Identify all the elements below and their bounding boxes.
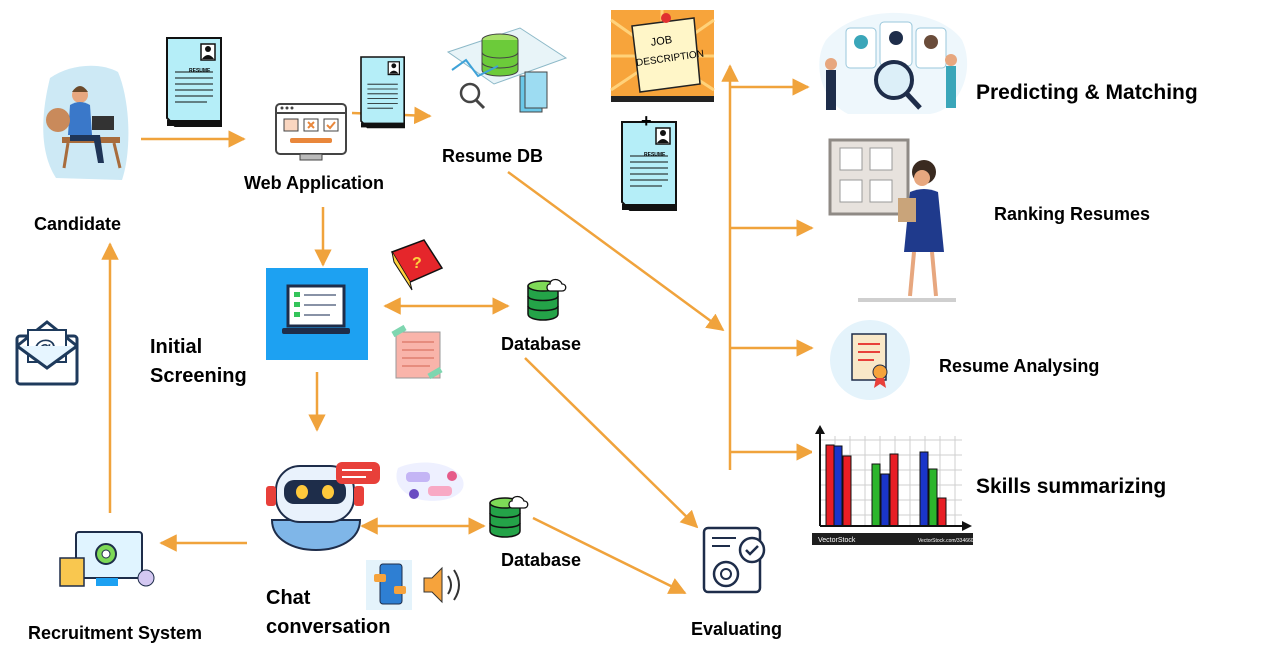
candidate-label: Candidate	[34, 214, 122, 234]
resume-title: RESUME	[189, 68, 211, 74]
skills-summarizing-label: Skills summarizing	[976, 475, 1167, 498]
chat-conversation-label: Chat conversation	[266, 584, 390, 642]
recruitment-system-icon	[59, 531, 155, 587]
database-bottom-label: Database	[501, 550, 582, 570]
resume-db-icon	[446, 27, 568, 113]
note-paper-icon	[391, 324, 443, 380]
resume-document-icon	[166, 37, 222, 127]
vectorstock-label: VectorStock	[818, 537, 856, 544]
predicting-matching-label: Predicting & Matching	[976, 81, 1198, 104]
arrow-database2-to-evaluating	[532, 516, 687, 595]
certificate-icon	[830, 320, 910, 400]
resume-document-icon	[360, 56, 406, 129]
resume-analysing-label: Resume Analysing	[939, 356, 1100, 376]
web-application-icon	[275, 103, 347, 161]
recruitment-system-label: Recruitment System	[28, 623, 203, 643]
job-description-icon: JOB DESCRIPTION	[610, 10, 715, 102]
database-top-label: Database	[501, 334, 582, 354]
arrow-resumedb-to-analysis	[507, 170, 725, 332]
email-envelope-icon: @	[15, 320, 79, 386]
question-book-icon: ?	[390, 239, 444, 291]
vectorstock-url: VectorStock.com/33466046	[918, 538, 979, 544]
chat-bubbles-icon	[396, 462, 464, 501]
laptop-checklist-icon	[266, 268, 368, 360]
resume-db-label: Resume DB	[442, 146, 544, 166]
resume-document-icon	[621, 121, 677, 211]
web-application-label: Web Application	[244, 173, 385, 193]
database-cylinder-icon	[489, 495, 529, 538]
presenter-board-icon	[828, 138, 956, 302]
resume-title: RESUME	[644, 152, 666, 158]
candidate-illustration	[43, 65, 129, 180]
evaluating-label: Evaluating	[691, 619, 783, 639]
chat-conversation-line-1: Chat	[266, 587, 311, 609]
chatbot-icon	[266, 462, 380, 551]
svg-text:?: ?	[412, 255, 422, 272]
job-title: JOB	[650, 34, 673, 49]
database-cylinder-icon	[527, 278, 567, 321]
arrow-database-to-evaluating	[524, 357, 699, 529]
bar-chart-icon: VectorStock VectorStock.com/33466046	[812, 425, 979, 545]
chat-conversation-line-2: conversation	[266, 616, 391, 638]
ranking-resumes-label: Ranking Resumes	[994, 204, 1151, 224]
initial-screening-label: Initial Screening	[150, 333, 247, 391]
initial-screening-line-1: Initial	[150, 336, 203, 358]
phone-speaker-icon	[366, 560, 460, 610]
matching-profiles-icon	[819, 12, 968, 114]
initial-screening-line-2: Screening	[150, 365, 247, 387]
plus-label: +	[641, 111, 652, 131]
evaluating-icon	[702, 526, 766, 594]
arrows	[101, 64, 814, 595]
